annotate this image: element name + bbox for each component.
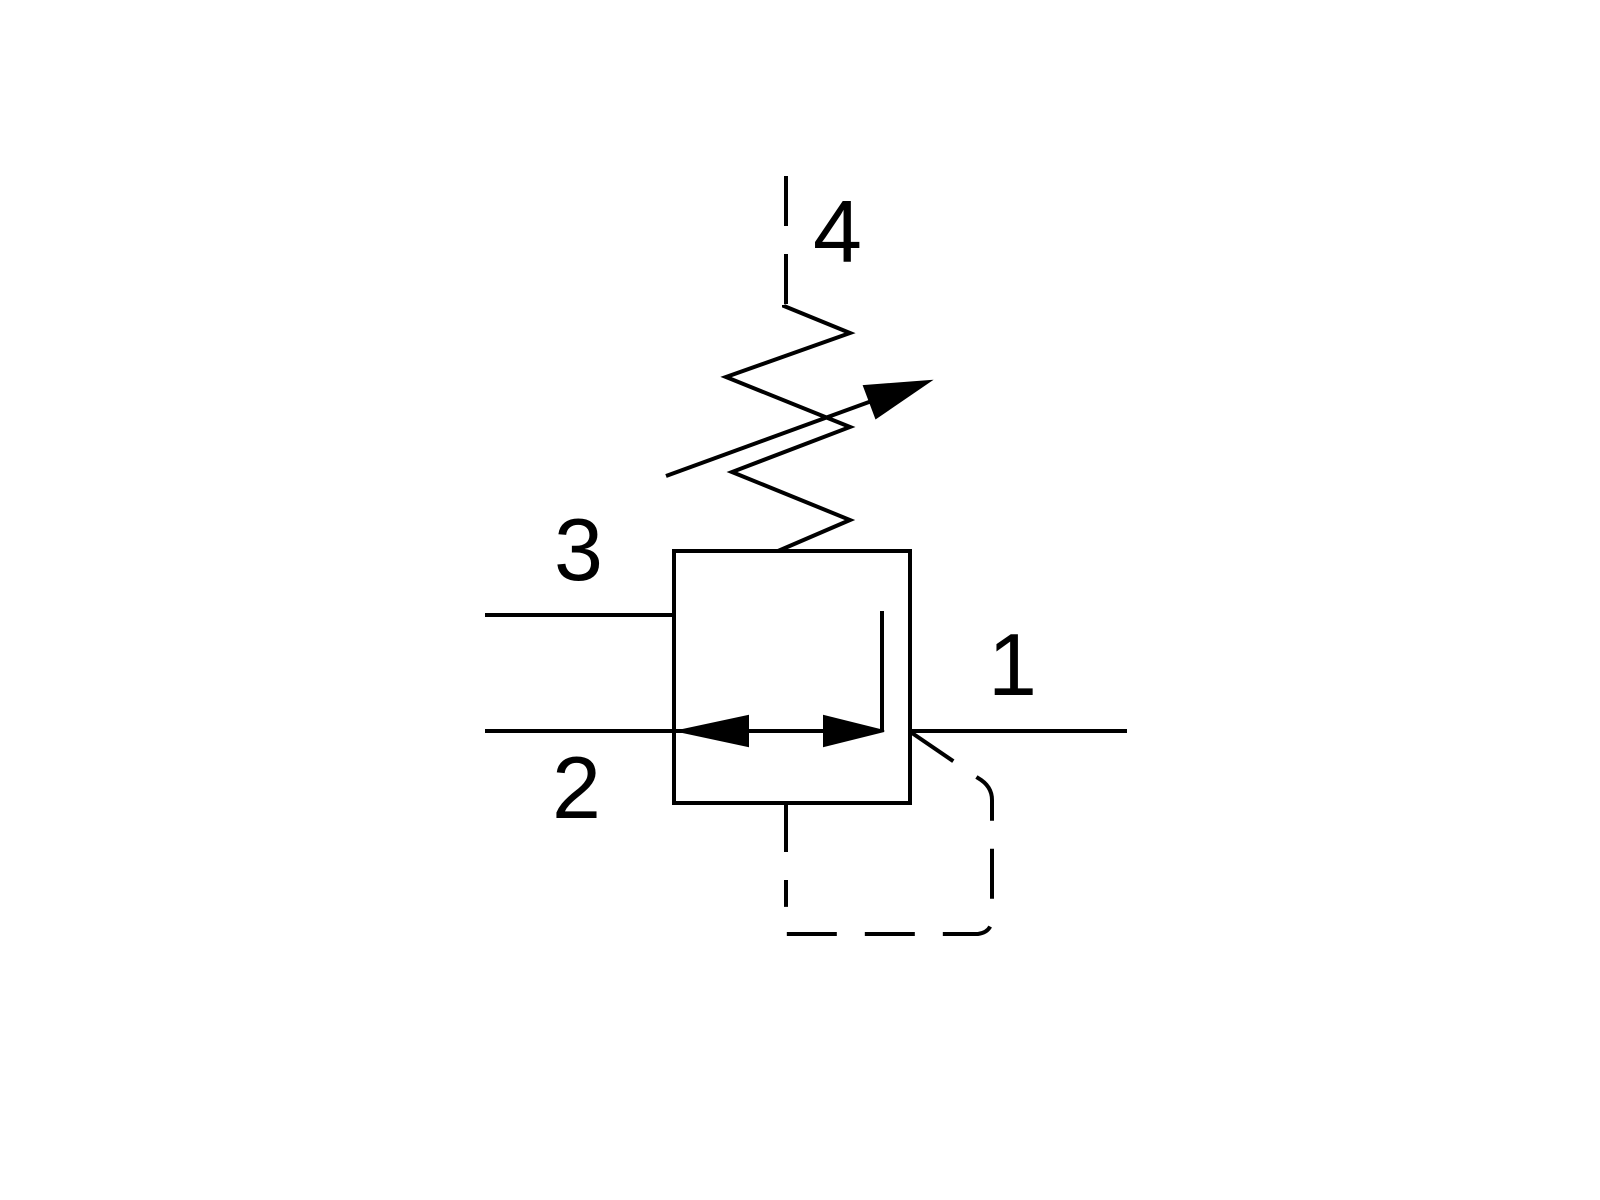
adjustment-arrow-shaft: [665, 396, 881, 478]
pilot-line-1-loop: [784, 731, 994, 936]
valve-body: [672, 549, 912, 805]
flow-arrow-right-icon: [823, 714, 885, 748]
spring-icon: [720, 304, 856, 553]
adjustment-arrow-head-icon: [862, 379, 934, 420]
port-4-label: 4: [813, 182, 862, 281]
port-3-label: 3: [554, 500, 603, 599]
port-1-label: 1: [988, 615, 1037, 714]
flow-arrow-left-icon: [677, 714, 749, 748]
port-2-label: 2: [552, 738, 601, 837]
